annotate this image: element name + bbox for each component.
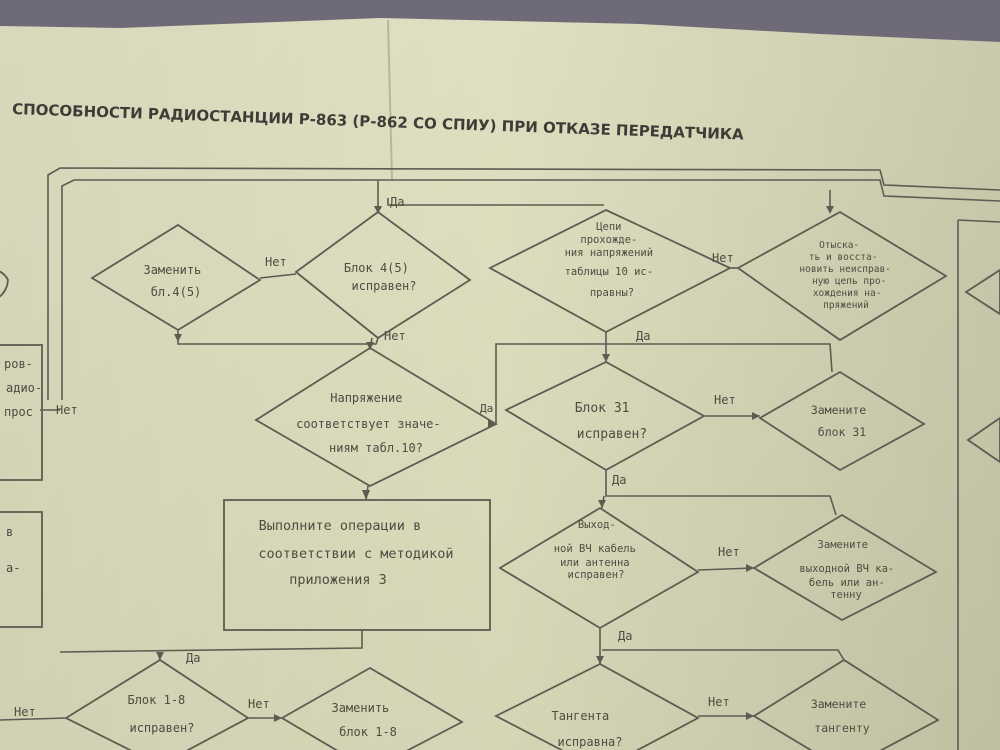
circuits-text: Цепи прохожде- ния напряжений таблицы 10… [565, 221, 660, 299]
frame-wires [47, 167, 1000, 750]
no-label: Нет [248, 697, 270, 711]
replace-tangent-text: Замените тангенту [811, 697, 873, 735]
cable-diamond [498, 506, 700, 630]
yes-label: Да [480, 402, 493, 415]
yes-label: Да [390, 195, 404, 209]
no-label: Нет [14, 705, 36, 719]
replace-cable-text: Замените выходной ВЧ ка- бель или ан- те… [799, 539, 900, 601]
block-4s-text: Блок 4(5) исправен? [344, 261, 417, 293]
no-label: Нет [718, 545, 740, 559]
restore-circuit-text: Отыска- ть и восста- новить неисправ- ну… [799, 240, 896, 311]
replace-1-8-diamond [280, 666, 464, 750]
no-label: Нет [56, 403, 78, 417]
replace-4s-diamond [90, 223, 262, 332]
left-partial-text-2: в а- [6, 525, 20, 575]
paper-fold [387, 19, 393, 181]
no-label: Нет [384, 329, 406, 343]
branch-labels: Да Нет Нет Нет Да Да Нет Да Нет Да Да Не… [14, 195, 740, 719]
tangent-diamond [494, 662, 700, 750]
block-4s-diamond [294, 210, 472, 340]
do-operations-box [223, 499, 491, 631]
tangent-text: Тангента исправна? [551, 709, 622, 749]
no-label: Нет [265, 255, 287, 269]
replace-31-diamond [758, 370, 926, 472]
voltage-text: Напряжение соответствует значе- ниям таб… [296, 391, 448, 455]
no-label: Нет [708, 695, 730, 709]
replace-31-text: Замените блок 31 [811, 403, 873, 439]
left-partial-boxes [0, 270, 60, 628]
restore-circuit-diamond [736, 210, 948, 342]
arrow-marks [156, 206, 834, 722]
no-label: Нет [714, 393, 736, 407]
yes-label: Да [612, 473, 626, 487]
yes-label: Да [618, 629, 632, 643]
yes-label: Да [186, 651, 200, 665]
left-partial-text: ров- адио- прос [4, 357, 49, 419]
replace-4s-text: Заменить бл.4(5) [143, 263, 208, 299]
block-31-text: Блок 31 исправен? [575, 401, 648, 442]
right-edge-diamond [964, 268, 1000, 316]
replace-cable-diamond [752, 513, 938, 622]
right-edge-diamond-2 [966, 416, 1000, 464]
block-1-8-text: Блок 1-8 исправен? [127, 693, 194, 735]
replace-tangent-diamond [752, 658, 940, 750]
no-label: Нет [712, 251, 734, 265]
replace-1-8-text: Заменить блок 1-8 [331, 701, 396, 739]
do-operations-text: Выполните операции в соответствии с мето… [258, 518, 461, 588]
node-texts: Заменить бл.4(5) Блок 4(5) исправен? Цеп… [4, 221, 900, 749]
cable-text: Выход- ной ВЧ кабель или антенна исправе… [554, 519, 643, 581]
yes-label: Да [636, 329, 650, 343]
